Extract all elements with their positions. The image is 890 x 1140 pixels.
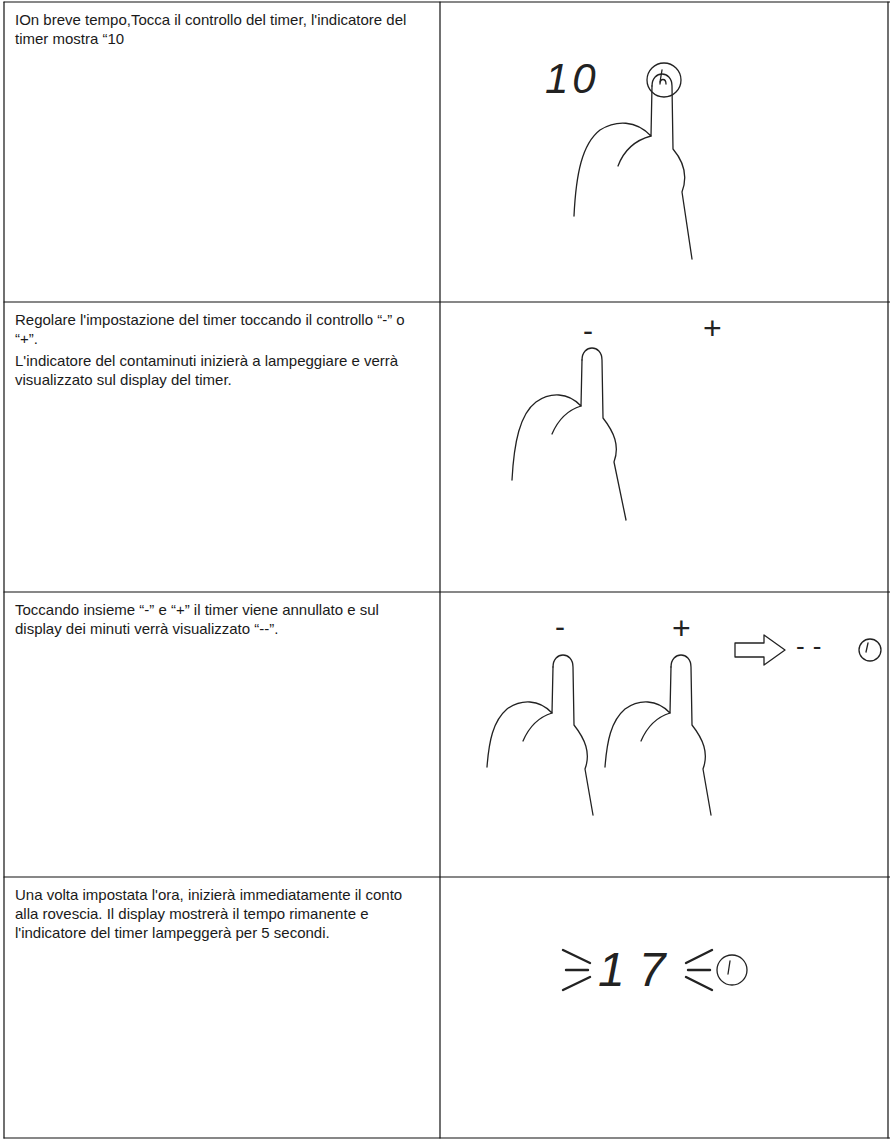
cell-text: IOn breve tempo,Tocca il controllo del t…	[15, 10, 427, 48]
control-symbol: +	[672, 612, 691, 644]
timer-hand	[728, 961, 730, 974]
timer-icon	[859, 639, 881, 661]
timer-hand	[866, 643, 868, 652]
table-cell: IOn breve tempo,Tocca il controllo del t…	[5, 3, 439, 301]
cell-text: L'indicatore del contaminuti inizierà a …	[15, 351, 427, 389]
table-cell: Toccando insieme “-” e “+” il timer vien…	[5, 593, 439, 876]
control-symbol: -	[555, 612, 565, 642]
display-digits: 10	[545, 58, 600, 100]
cell-text: Una volta impostata l'ora, inizierà imme…	[15, 885, 427, 942]
control-symbol: +	[703, 312, 722, 344]
table-grid	[4, 2, 890, 1138]
finger-drawing	[605, 655, 711, 815]
display-dashes: --	[796, 633, 829, 659]
timer-icon	[717, 955, 747, 985]
table-cell: Regolare l'impostazione del timer toccan…	[5, 303, 439, 591]
cell-text: Toccando insieme “-” e “+” il timer vien…	[15, 600, 427, 638]
finger-drawing	[574, 74, 692, 259]
result-arrow	[735, 635, 785, 665]
control-symbol: -	[583, 316, 593, 346]
table-cell: Una volta impostata l'ora, inizierà imme…	[5, 878, 439, 1137]
display-digits: 17	[598, 946, 679, 994]
finger-drawing	[487, 655, 593, 815]
finger-drawing	[512, 348, 626, 520]
cell-text: Regolare l'impostazione del timer toccan…	[15, 310, 427, 348]
